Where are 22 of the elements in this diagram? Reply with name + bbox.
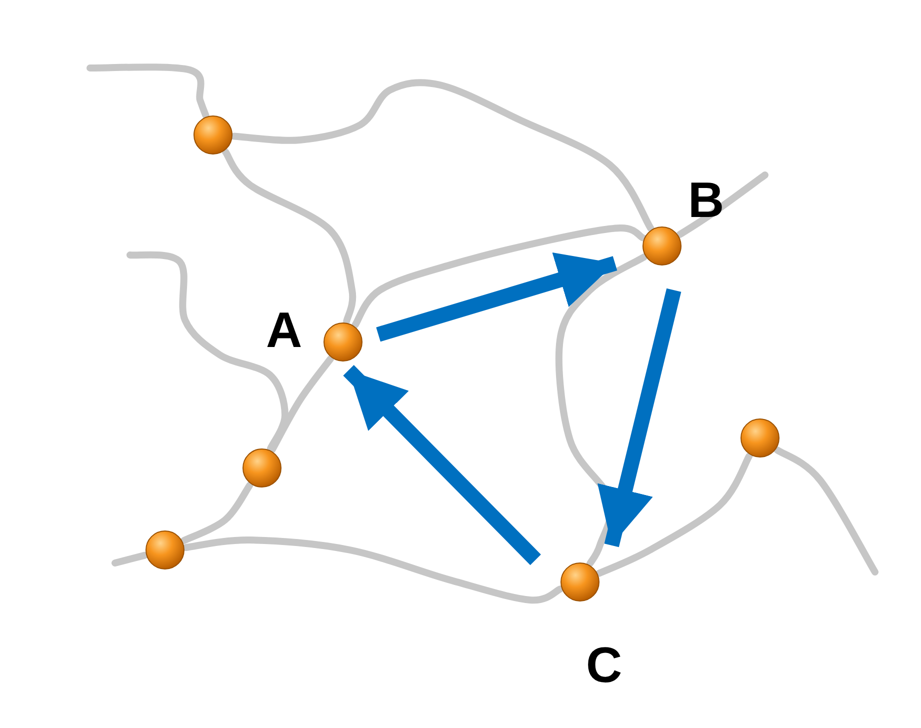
node-circle bbox=[145, 530, 185, 570]
arrow bbox=[343, 365, 541, 566]
connector-line bbox=[556, 254, 648, 567]
connector-line bbox=[86, 64, 210, 119]
node-circle bbox=[242, 448, 282, 488]
arrow bbox=[597, 288, 682, 548]
connector-line bbox=[230, 79, 654, 232]
connector-line bbox=[126, 251, 288, 452]
connector-line bbox=[112, 552, 148, 566]
node-label: B bbox=[688, 175, 724, 225]
connector-line bbox=[222, 148, 356, 325]
connector-line bbox=[596, 452, 753, 577]
node-circle bbox=[740, 418, 780, 458]
node-label: A bbox=[266, 305, 302, 355]
connector-line bbox=[774, 446, 878, 576]
arrow bbox=[376, 252, 618, 342]
connector-line bbox=[180, 482, 254, 544]
connector-line bbox=[676, 172, 768, 238]
connector-line bbox=[182, 536, 564, 604]
connector-line bbox=[352, 224, 646, 328]
node-circle bbox=[193, 115, 233, 155]
node-label: C bbox=[586, 640, 622, 690]
